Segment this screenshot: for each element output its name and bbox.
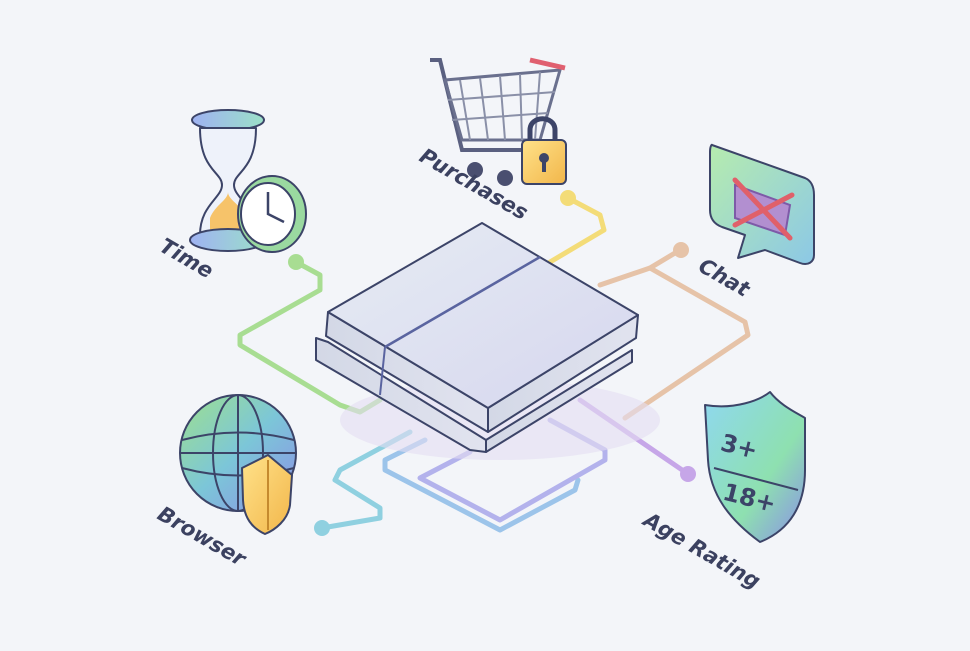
shopping-cart-lock-icon — [430, 57, 567, 186]
trace-purchases — [542, 195, 607, 268]
trace-node — [680, 466, 696, 482]
trace-chat-2 — [622, 265, 751, 421]
trace-node — [288, 254, 304, 270]
trace-node — [560, 190, 576, 206]
hourglass-clock-icon — [189, 109, 307, 253]
globe-shield-icon — [179, 394, 297, 535]
age-rating-shield-icon: 3+ 18+ — [704, 391, 806, 543]
trace-browser — [319, 429, 413, 531]
label-purchases: Purchases — [416, 144, 533, 225]
trace-node — [314, 520, 330, 536]
trace-node — [673, 242, 689, 258]
trace-loop-1 — [382, 437, 581, 533]
chat-blocked-icon — [709, 143, 815, 265]
label-chat: Chat — [695, 254, 755, 303]
label-browser: Browser — [154, 502, 252, 572]
circuit-traces — [237, 190, 751, 536]
game-console — [315, 222, 660, 460]
